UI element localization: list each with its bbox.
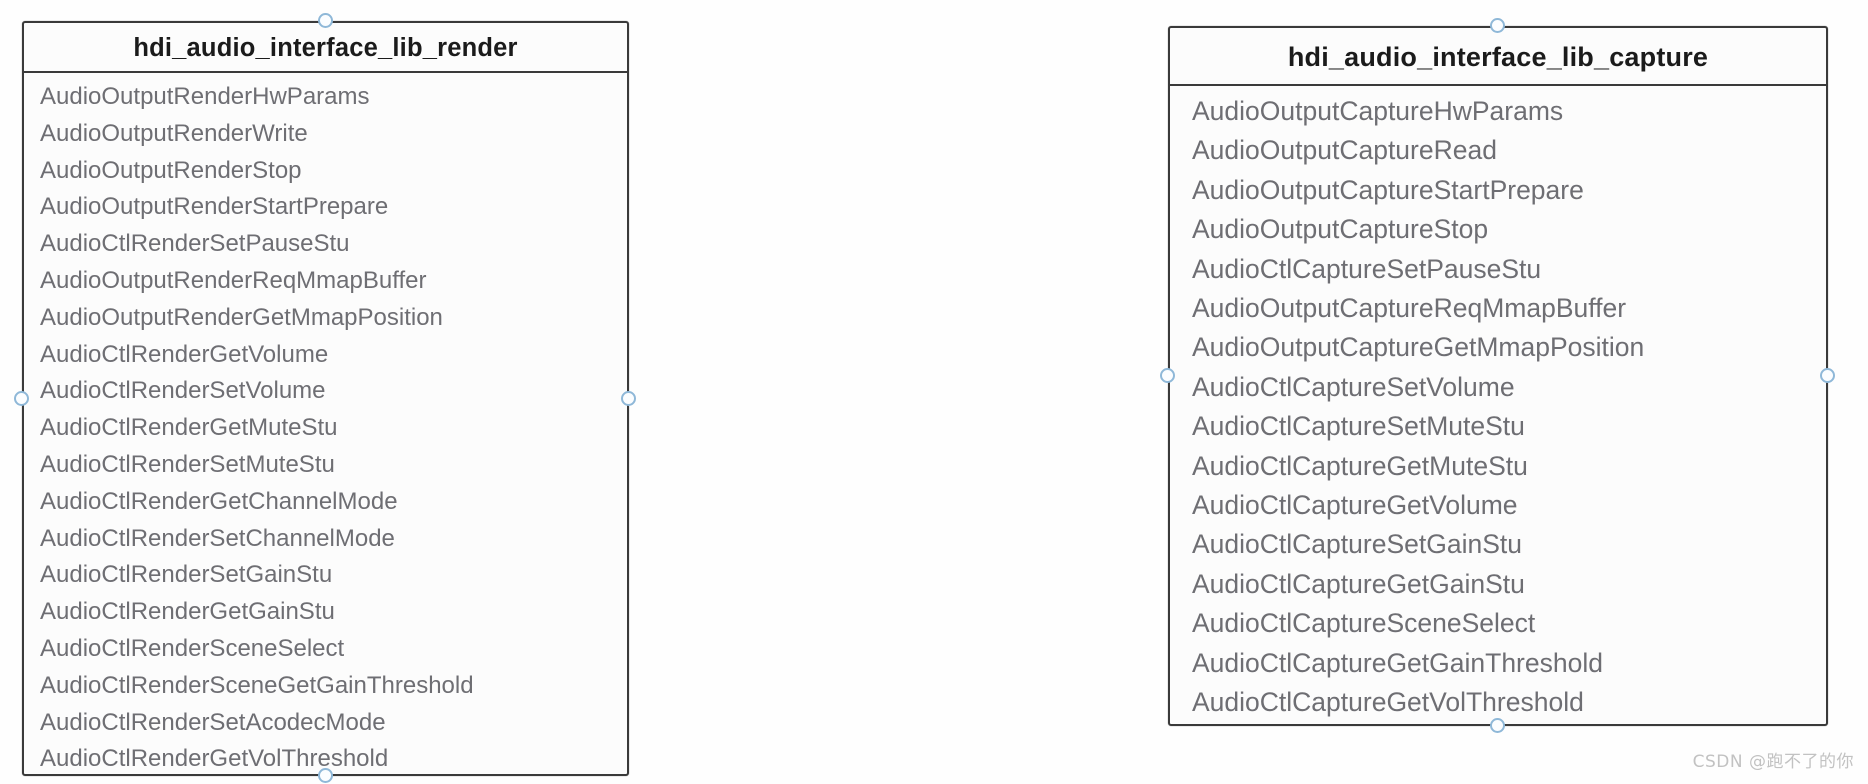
uml-member-render[interactable]: AudioCtlRenderGetVolume [40, 340, 329, 368]
uml-member-capture[interactable]: AudioCtlCaptureSetGainStu [1192, 529, 1522, 560]
watermark-label: CSDN @跑不了的你 [1692, 752, 1854, 772]
uml-class-box-capture[interactable]: hdi_audio_interface_lib_capture AudioOut… [1168, 26, 1828, 726]
connection-anchor-capture-top[interactable] [1490, 18, 1505, 33]
connection-anchor-capture-bottom[interactable] [1490, 718, 1505, 733]
uml-member-capture[interactable]: AudioCtlCaptureSceneSelect [1192, 608, 1536, 639]
uml-member-render[interactable]: AudioCtlRenderSetVolume [40, 377, 326, 405]
uml-member-capture[interactable]: AudioOutputCaptureReqMmapBuffer [1192, 293, 1627, 324]
uml-class-title-render: hdi_audio_interface_lib_render [24, 23, 627, 73]
uml-member-capture[interactable]: AudioOutputCaptureRead [1192, 135, 1497, 166]
uml-member-render[interactable]: AudioCtlRenderSetGainStu [40, 561, 333, 589]
uml-member-render[interactable]: AudioCtlRenderSceneSelect [40, 634, 345, 662]
uml-member-render[interactable]: AudioOutputRenderStartPrepare [40, 193, 389, 221]
uml-member-capture[interactable]: AudioOutputCaptureStop [1192, 214, 1489, 245]
connection-anchor-render-bottom[interactable] [318, 768, 333, 783]
uml-member-render[interactable]: AudioOutputRenderHwParams [40, 83, 370, 110]
uml-member-render[interactable]: AudioCtlRenderSetMuteStu [40, 450, 335, 478]
uml-member-capture[interactable]: AudioCtlCaptureSetPauseStu [1192, 253, 1542, 284]
uml-member-capture[interactable]: AudioCtlCaptureGetMuteStu [1192, 450, 1528, 481]
uml-member-capture[interactable]: AudioOutputCaptureHwParams [1192, 96, 1564, 126]
connection-anchor-render-right[interactable] [621, 391, 636, 406]
uml-member-render[interactable]: AudioCtlRenderGetGainStu [40, 598, 335, 626]
uml-member-render[interactable]: AudioCtlRenderGetMuteStu [40, 414, 338, 442]
uml-member-capture[interactable]: AudioOutputCaptureGetMmapPosition [1192, 332, 1645, 363]
uml-member-render[interactable]: AudioCtlRenderSceneGetGainThreshold [40, 671, 474, 699]
uml-member-render[interactable]: AudioCtlRenderGetChannelMode [40, 487, 398, 515]
uml-member-render[interactable]: AudioOutputRenderWrite [40, 119, 308, 147]
uml-member-capture[interactable]: AudioCtlCaptureGetVolThreshold [1192, 687, 1584, 718]
uml-member-render[interactable]: AudioOutputRenderGetMmapPosition [40, 303, 443, 331]
uml-member-capture[interactable]: AudioCtlCaptureGetGainThreshold [1192, 647, 1603, 678]
uml-member-render[interactable]: AudioOutputRenderStop [40, 156, 302, 184]
connection-anchor-capture-left[interactable] [1160, 368, 1175, 383]
uml-member-render[interactable]: AudioCtlRenderSetPauseStu [40, 230, 350, 258]
uml-member-capture[interactable]: AudioCtlCaptureSetVolume [1192, 371, 1515, 402]
uml-member-render[interactable]: AudioCtlRenderSetAcodecMode [40, 708, 386, 736]
uml-member-capture[interactable]: AudioCtlCaptureSetMuteStu [1192, 411, 1525, 442]
uml-class-title-capture: hdi_audio_interface_lib_capture [1170, 28, 1826, 86]
uml-member-capture[interactable]: AudioCtlCaptureGetGainStu [1192, 568, 1525, 599]
uml-member-render[interactable]: AudioCtlRenderSetChannelMode [40, 524, 395, 552]
uml-member-capture[interactable]: AudioOutputCaptureStartPrepare [1192, 174, 1584, 205]
connection-anchor-render-left[interactable] [14, 391, 29, 406]
uml-member-render[interactable]: AudioCtlRenderGetVolThreshold [40, 745, 389, 773]
uml-member-render[interactable]: AudioOutputRenderReqMmapBuffer [40, 266, 427, 294]
uml-member-capture[interactable]: AudioCtlCaptureGetVolume [1192, 490, 1518, 521]
connection-anchor-capture-right[interactable] [1820, 368, 1835, 383]
connection-anchor-render-top[interactable] [318, 13, 333, 28]
uml-class-box-render[interactable]: hdi_audio_interface_lib_render AudioOutp… [22, 21, 629, 776]
